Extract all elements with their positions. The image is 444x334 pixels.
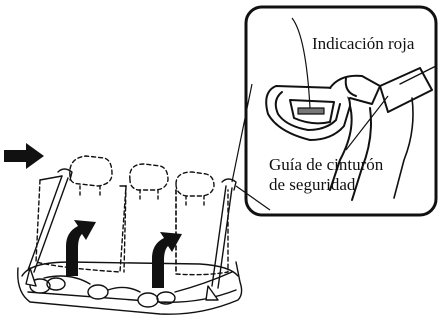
black-arrow-pointing-right-icon bbox=[4, 143, 44, 169]
belt-guide-label-line2: de seguridad bbox=[269, 175, 356, 194]
belt-guide-label-line1: Guía de cinturón bbox=[269, 155, 384, 174]
red-indicator-label: Indicación roja bbox=[312, 34, 415, 53]
right-headrest bbox=[175, 171, 215, 197]
red-indicator-mark bbox=[297, 107, 325, 115]
center-seatback bbox=[123, 185, 177, 275]
left-headrest bbox=[69, 155, 113, 187]
callout-box: Indicación roja Guía de cinturón de segu… bbox=[231, 5, 438, 217]
belt-guide-leader bbox=[345, 95, 389, 151]
red-indicator-leader bbox=[291, 17, 311, 109]
callout-leader-lines bbox=[231, 83, 271, 211]
left-seat-belt bbox=[27, 175, 69, 273]
upward-curved-arrow-icon bbox=[66, 220, 182, 288]
belt-guide-detail bbox=[265, 65, 437, 201]
right-seat-belt bbox=[211, 185, 233, 289]
right-seatback bbox=[175, 189, 229, 276]
center-headrest bbox=[129, 163, 169, 191]
rear-seat-drawing bbox=[17, 155, 243, 315]
